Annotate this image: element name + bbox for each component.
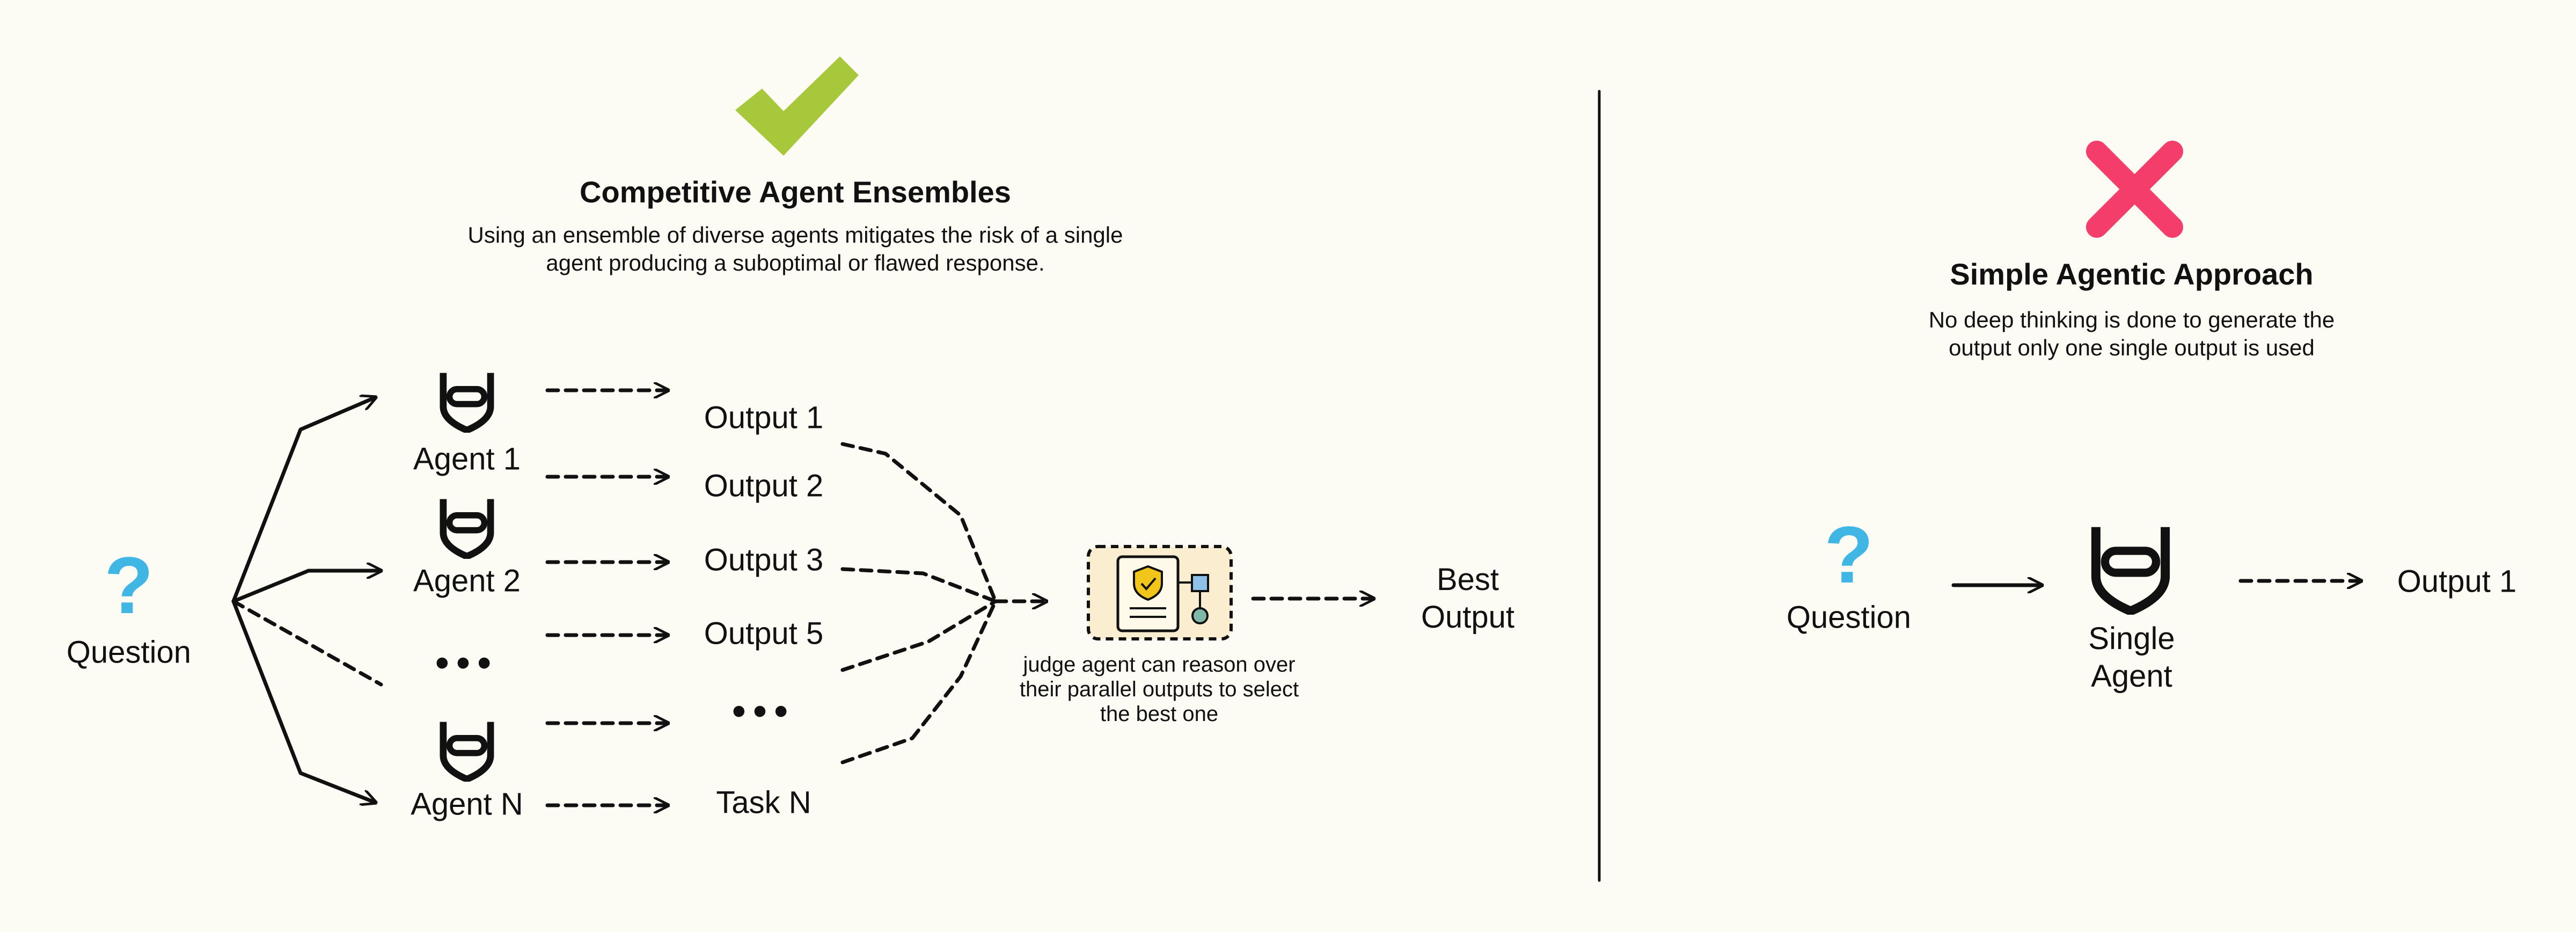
left-title: Competitive Agent Ensembles [580, 175, 1011, 209]
cross-icon [2086, 141, 2183, 238]
agent-label: Agent N [411, 787, 523, 822]
left-subtitle-line2: agent producing a suboptimal or flawed r… [546, 250, 1045, 275]
agent-icon [440, 499, 494, 559]
judge-caption-line1: judge agent can reason over [1023, 653, 1296, 676]
question-label: Question [1786, 600, 1912, 635]
agent-label: Agent 1 [413, 441, 521, 477]
question-mark-icon: ? [1824, 509, 1874, 600]
outputs-ellipsis: ••• [732, 690, 795, 733]
output-label: Output 5 [704, 616, 824, 651]
single-agent-line1: Single [2088, 621, 2175, 656]
output-label: Output 3 [704, 542, 824, 578]
check-icon [735, 56, 859, 156]
fanout-arrows [231, 397, 383, 803]
right-subtitle: No deep thinking is done to generate the… [1836, 306, 2427, 362]
right-title: Simple Agentic Approach [1950, 257, 2314, 291]
output-label: Output 2 [704, 468, 824, 504]
judge-caption-line2: their parallel outputs to select [1019, 678, 1299, 701]
question-mark-icon: ? [104, 540, 153, 630]
converge-lines [840, 442, 1376, 764]
judge-agent-icon [1087, 545, 1233, 640]
right-subtitle-line2: output only one single output is used [1949, 335, 2315, 360]
question-label: Question [66, 635, 192, 670]
single-agent-icon [2091, 527, 2170, 615]
agents-ellipsis: ••• [435, 642, 499, 685]
single-agent-line2: Agent [2091, 659, 2172, 694]
output-label: Output 1 [2397, 564, 2517, 599]
output-label: Task N [716, 785, 811, 820]
agent-label: Agent 2 [413, 563, 521, 599]
output-label: Output 1 [704, 400, 824, 435]
best-output-line2: Output [1421, 600, 1515, 635]
left-subtitle: Using an ensemble of diverse agents miti… [393, 221, 1198, 277]
agent-output-arrows [545, 390, 670, 805]
agent-icon [440, 373, 494, 433]
best-output-line1: Best [1436, 562, 1499, 597]
best-output-label: Best Output [1421, 561, 1514, 636]
judge-caption: judge agent can reason over their parall… [971, 652, 1347, 726]
single-agent-label: Single Agent [2088, 620, 2175, 695]
right-subtitle-line1: No deep thinking is done to generate the [1928, 307, 2335, 332]
agent-icon [440, 722, 494, 782]
judge-caption-line3: the best one [1100, 702, 1219, 726]
left-subtitle-line1: Using an ensemble of diverse agents miti… [467, 222, 1123, 247]
